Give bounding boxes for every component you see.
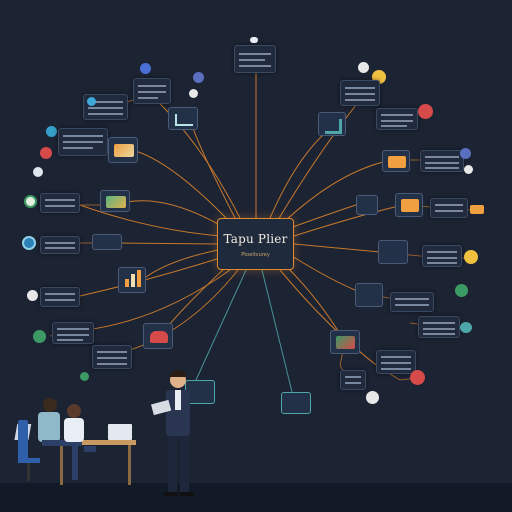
heart-icon <box>410 370 425 385</box>
connector-lines-teal <box>195 269 293 393</box>
people-icon <box>358 62 369 73</box>
globe-icon <box>366 391 379 404</box>
node-tile-right-3a <box>356 195 378 215</box>
node-tile-right-3b <box>395 193 423 217</box>
heart-icon <box>40 147 52 159</box>
gear-icon <box>87 97 96 106</box>
node-tile-upper-right <box>318 112 346 136</box>
smile-icon <box>189 89 198 98</box>
person-seated-2-head <box>67 404 81 418</box>
node-card-right-2 <box>420 150 464 172</box>
heart-icon <box>418 104 433 119</box>
node-card-upper-right <box>340 80 380 106</box>
node-card-upper-left <box>133 78 171 104</box>
node-card-left-3 <box>40 193 80 213</box>
node-tile-right-2 <box>382 150 410 172</box>
tablet <box>151 399 172 416</box>
person-seated-2-body <box>64 418 84 442</box>
person-standing-body <box>166 390 190 436</box>
node-card-left-6 <box>52 322 94 344</box>
chart-icon <box>470 205 484 214</box>
node-tile-left-4 <box>92 234 122 250</box>
node-tile-left-3 <box>100 190 130 212</box>
node-card-right-8 <box>340 370 366 390</box>
node-tile-upper-left <box>168 107 198 130</box>
desk <box>52 440 136 445</box>
globe-icon <box>46 126 57 137</box>
node-card-left-4 <box>40 236 80 254</box>
people-icon <box>460 148 471 159</box>
people-icon <box>193 72 204 83</box>
globe-icon <box>464 165 473 174</box>
people-icon <box>460 322 472 333</box>
globe-icon <box>33 330 46 343</box>
node-card-left-2 <box>58 128 108 156</box>
smile-icon <box>464 250 478 264</box>
node-card-right-7 <box>376 350 416 374</box>
hub-subtitle: Ptoeltvurey <box>241 252 270 258</box>
node-card-top <box>234 45 276 73</box>
laptop-right <box>108 424 132 440</box>
central-hub-node: Tapu Plier Ptoeltvurey <box>217 218 294 270</box>
leaf-icon <box>455 284 468 297</box>
node-tile-teal-right <box>281 392 311 414</box>
rocket-icon <box>140 63 151 74</box>
node-tile-bar-chart <box>118 267 146 293</box>
bolt-icon <box>24 195 37 208</box>
gear-icon <box>27 290 38 301</box>
chart-icon <box>22 236 36 250</box>
person-seated-1-head <box>43 398 57 412</box>
node-tile-right-4 <box>378 240 408 264</box>
node-tile-left-6 <box>143 323 173 349</box>
hub-title: Tapu Plier <box>223 232 288 246</box>
office-chair <box>18 420 28 460</box>
node-tile-right-5 <box>355 283 383 307</box>
leaf-icon <box>33 167 43 177</box>
node-card-right-6 <box>418 316 460 338</box>
node-card-right-3 <box>430 198 468 218</box>
node-tile-right-7 <box>330 330 360 354</box>
leaf-icon <box>80 372 89 381</box>
node-card-right-1 <box>376 108 418 130</box>
node-card-left-7 <box>92 345 132 369</box>
node-card-right-4 <box>422 245 462 267</box>
person-seated-1-body <box>38 412 60 442</box>
chat-icon <box>250 37 258 43</box>
node-tile-chart <box>108 137 138 163</box>
node-card-left-5 <box>40 287 80 307</box>
floor <box>0 483 512 512</box>
node-card-right-5 <box>390 292 434 312</box>
